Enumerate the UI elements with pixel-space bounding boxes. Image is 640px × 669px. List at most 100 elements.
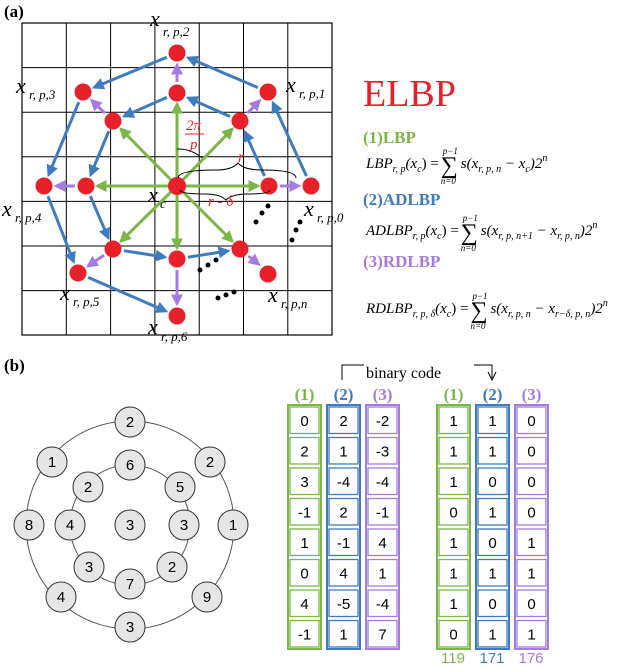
dot-11 xyxy=(231,289,237,295)
table-cell: 1 xyxy=(488,505,496,522)
inner-arrow-0 xyxy=(243,129,266,177)
outer-point-5 xyxy=(69,264,87,282)
inner-arrow-5 xyxy=(123,249,168,262)
svg-text:3: 3 xyxy=(180,517,188,534)
svg-text:LBPr, p(xc) =: LBPr, p(xc) = xyxy=(365,156,439,175)
svg-text:3: 3 xyxy=(126,619,134,636)
dot-10 xyxy=(223,292,229,298)
svg-text:6: 6 xyxy=(126,457,134,474)
svg-text:x: x xyxy=(149,6,160,31)
outer-node-0: 2 xyxy=(114,406,146,438)
outer-point-n xyxy=(259,265,277,283)
table-cell: 0 xyxy=(488,474,496,491)
code-value-0: 119 xyxy=(441,650,465,667)
dot-1 xyxy=(259,210,265,216)
svg-text:3: 3 xyxy=(85,559,93,576)
radial-arrow-7 xyxy=(247,253,261,266)
panel-a-label: (a) xyxy=(4,2,24,21)
dot-3 xyxy=(289,237,295,243)
svg-text:1: 1 xyxy=(48,454,56,471)
table-cell: 1 xyxy=(300,535,308,552)
svg-text:3: 3 xyxy=(126,517,134,534)
table-cell: -1 xyxy=(376,505,389,522)
inner-arrow-3 xyxy=(88,130,111,178)
radius-label: r xyxy=(238,149,245,166)
spoke-5 xyxy=(119,184,179,243)
center-node: 3 xyxy=(114,509,146,541)
svg-text:8: 8 xyxy=(25,517,33,534)
table-cell: 0 xyxy=(449,627,457,644)
inner-arrow-2 xyxy=(121,96,168,118)
dot-4 xyxy=(293,227,299,233)
column-header: (1) xyxy=(444,385,464,404)
table-cell: -4 xyxy=(376,596,389,613)
inner-point-5 xyxy=(104,240,122,258)
center-point xyxy=(168,177,186,195)
table-cell: 0 xyxy=(527,505,535,522)
outer-node-6: 8 xyxy=(13,509,45,541)
adlbp-heading: (2)ADLBP xyxy=(363,190,440,209)
svg-text:s(xr, p, n+1 − xr, p, n)2n: s(xr, p, n+1 − xr, p, n)2n xyxy=(481,220,598,242)
svg-text:∑: ∑ xyxy=(470,298,487,324)
table-cell: 0 xyxy=(488,596,496,613)
continuation-dots xyxy=(197,203,303,301)
svg-text:RDLBPr, p, δ(xc) =: RDLBPr, p, δ(xc) = xyxy=(365,301,468,320)
svg-text:x: x xyxy=(285,72,296,97)
table-cell: 3 xyxy=(300,474,308,491)
outer-arrow-4 xyxy=(46,195,76,265)
outer-arrow-5 xyxy=(87,276,169,313)
svg-text:x: x xyxy=(303,196,314,221)
center-subscript: c xyxy=(160,196,166,211)
sample-points xyxy=(35,44,320,325)
dot-5 xyxy=(297,219,303,225)
outer-point-3 xyxy=(74,83,92,101)
table-cell: -1 xyxy=(298,627,311,644)
inner-node-7: 2 xyxy=(72,471,104,503)
table-cell: 1 xyxy=(527,535,535,552)
table-cell: 4 xyxy=(339,566,347,583)
svg-text:x: x xyxy=(59,280,70,305)
table-cell: 7 xyxy=(378,627,386,644)
inner-arrow-4 xyxy=(88,195,111,241)
outer-point-2 xyxy=(168,44,186,62)
dot-8 xyxy=(213,257,219,263)
table-column-1: (2)21-42-14-51 xyxy=(326,385,361,650)
binary-code-label: binary code xyxy=(366,365,441,382)
svg-text:n=0: n=0 xyxy=(470,321,486,331)
svg-text:r, p,2: r, p,2 xyxy=(163,24,190,39)
table-cell: 1 xyxy=(449,444,457,461)
svg-text:2: 2 xyxy=(206,454,214,471)
table-cell: -1 xyxy=(298,505,311,522)
dot-7 xyxy=(205,262,211,268)
svg-text:x: x xyxy=(15,73,26,98)
svg-text:r, p,4: r, p,4 xyxy=(15,210,42,225)
outer-point-6 xyxy=(168,307,186,325)
inner-point-0 xyxy=(260,177,278,195)
svg-text:s(xr, p, n − xr−δ, p, n)2n: s(xr, p, n − xr−δ, p, n)2n xyxy=(490,298,607,320)
dot-0 xyxy=(253,219,259,225)
inner-point-1 xyxy=(231,112,249,130)
outer-point-4 xyxy=(35,177,53,195)
table-cell: -2 xyxy=(376,413,389,430)
table-cell: 1 xyxy=(378,566,386,583)
table-cell: 1 xyxy=(488,444,496,461)
panel-b-label: (b) xyxy=(4,356,25,375)
table-cell: 1 xyxy=(488,566,496,583)
table-cell: 1 xyxy=(449,596,457,613)
inner-node-0: 6 xyxy=(114,449,146,481)
svg-text:x: x xyxy=(267,282,278,307)
inner-node-2: 3 xyxy=(168,509,200,541)
table-cell: 2 xyxy=(300,444,308,461)
table-cell: 0 xyxy=(527,413,535,430)
outer-node-7: 1 xyxy=(36,446,68,478)
column-header: (3) xyxy=(522,385,542,404)
angle-denominator: p xyxy=(189,137,198,153)
adlbp-formula: ADLBPr, p(xc) = ∑p−1n=0s(xr, p, n+1 − xr… xyxy=(365,213,597,253)
outer-node-3: 9 xyxy=(191,581,223,613)
